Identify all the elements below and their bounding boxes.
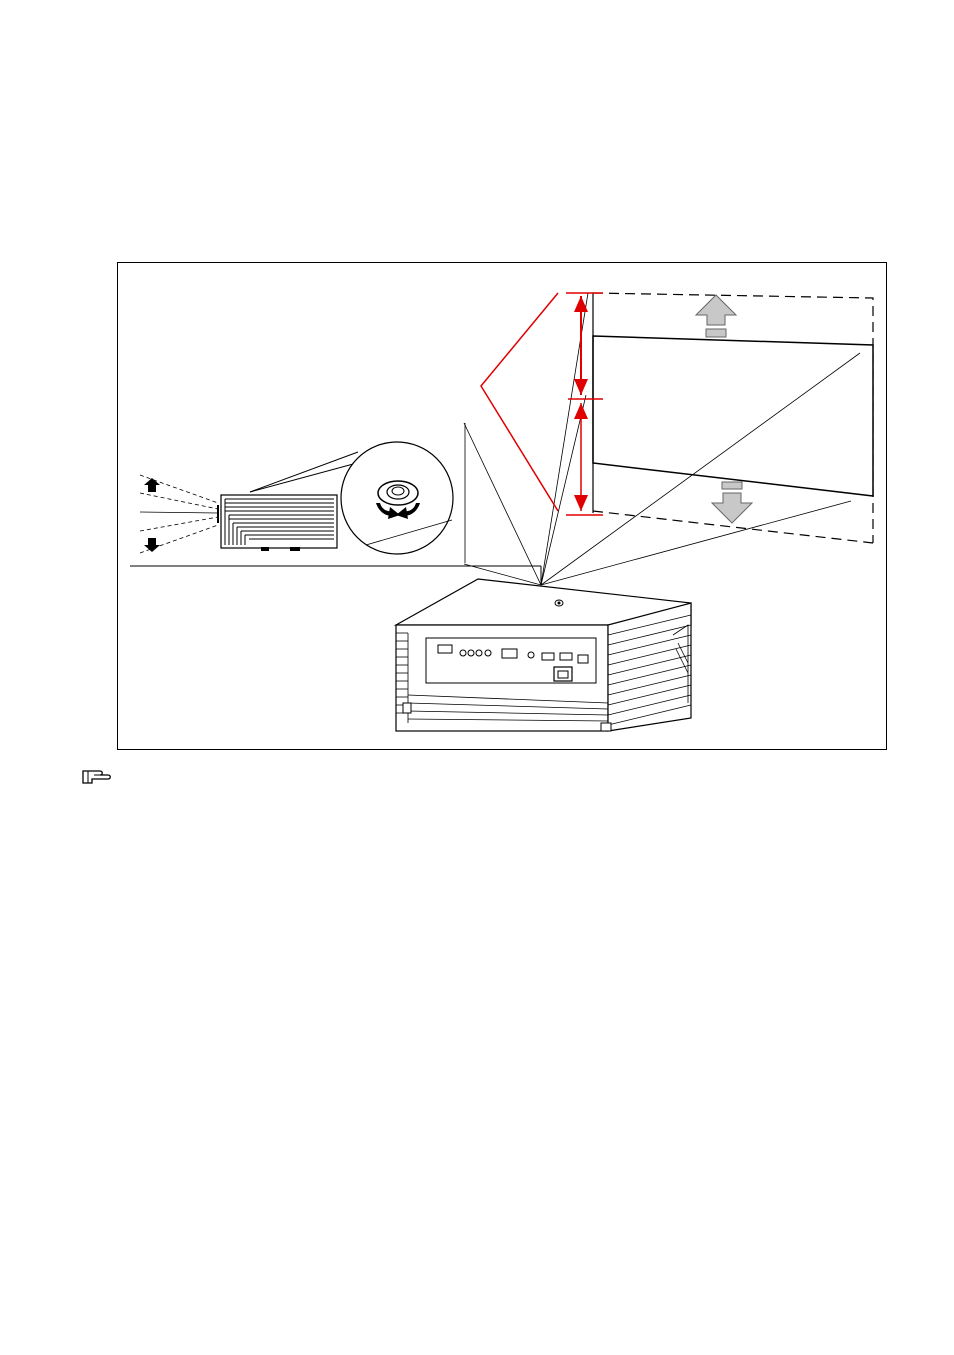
projector-side-view — [140, 475, 337, 553]
shift-down-arrow-icon — [712, 482, 752, 523]
io-panel — [426, 638, 596, 683]
lens-shift-diagram — [118, 263, 888, 751]
lens-shift-knob-icon — [378, 481, 418, 505]
shift-up-arrow-icon — [696, 295, 736, 337]
tilt-up-arrow-icon — [144, 478, 160, 492]
pointing-hand-icon — [80, 764, 116, 786]
diagram-frame — [117, 262, 887, 750]
projector-body — [396, 579, 691, 731]
lens-shift-knob-inset — [341, 442, 453, 554]
projected-image-center — [593, 336, 873, 496]
shift-range-indicator — [481, 293, 603, 515]
tilt-down-arrow-icon — [144, 538, 160, 552]
